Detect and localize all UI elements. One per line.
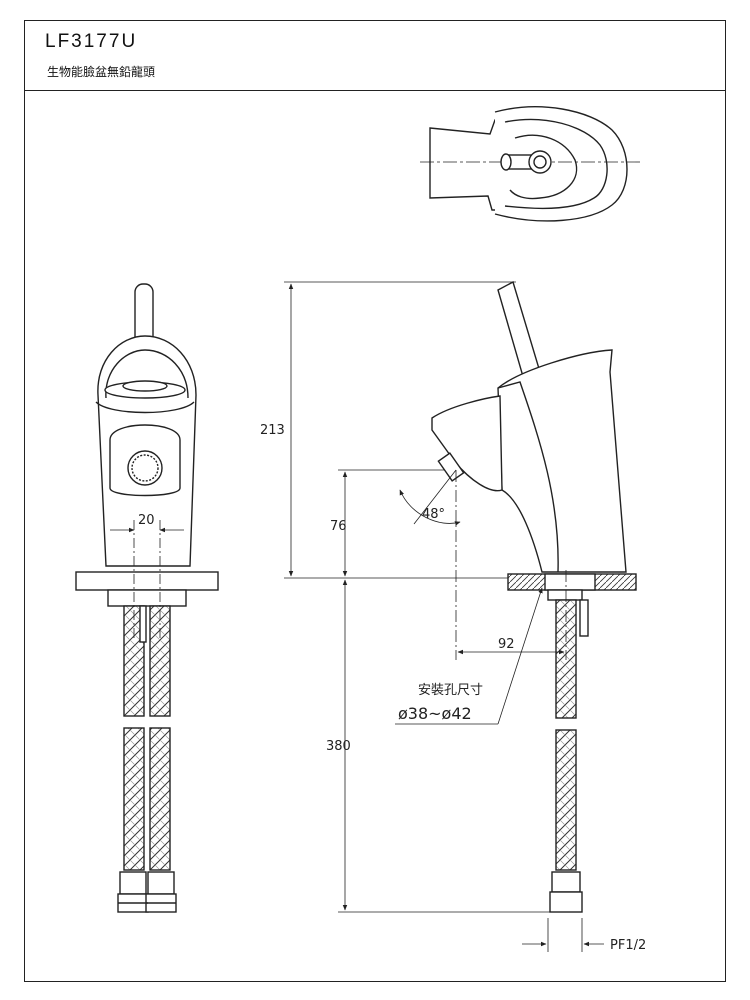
product-name: 生物能臉盆無鉛龍頭	[47, 65, 156, 79]
dim-height-total: 213	[260, 423, 285, 438]
top-view	[420, 106, 640, 222]
dim-spout-height: 76	[330, 519, 347, 534]
side-view	[431, 280, 637, 913]
dimension-lines	[284, 281, 604, 952]
dim-spout-angle: 48°	[422, 507, 445, 522]
dim-spout-reach: 92	[498, 637, 515, 652]
thread-size: PF1/2	[610, 938, 646, 953]
dim-handle-spacing: 20	[138, 513, 155, 528]
drawing-frame: LF3177U 生物能臉盆無鉛龍頭	[24, 20, 726, 982]
install-hole-range: ø38~ø42	[398, 704, 472, 723]
front-view	[75, 283, 219, 913]
install-hole-label: 安裝孔尺寸	[418, 683, 483, 698]
model-number: LF3177U	[45, 31, 138, 52]
title-block: LF3177U 生物能臉盆無鉛龍頭	[25, 21, 725, 91]
dim-hose-length: 380	[326, 739, 351, 754]
